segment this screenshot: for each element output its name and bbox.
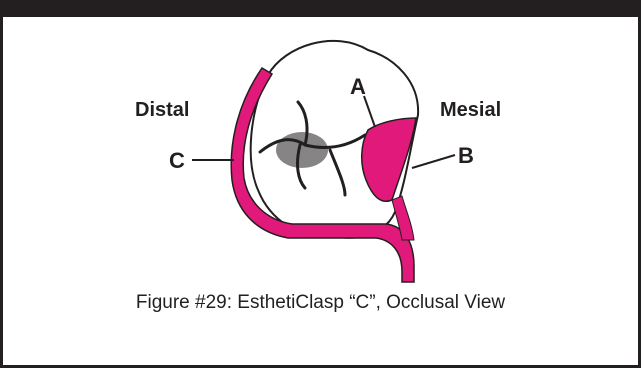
label-c: C <box>169 150 185 172</box>
label-b: B <box>458 145 474 167</box>
label-distal: Distal <box>135 100 189 120</box>
fissure-pit <box>276 132 328 168</box>
leader-line-b <box>412 155 455 168</box>
figure-caption: Figure #29: EsthetiClasp “C”, Occlusal V… <box>0 292 641 314</box>
label-mesial: Mesial <box>440 100 501 120</box>
label-a: A <box>350 76 366 98</box>
